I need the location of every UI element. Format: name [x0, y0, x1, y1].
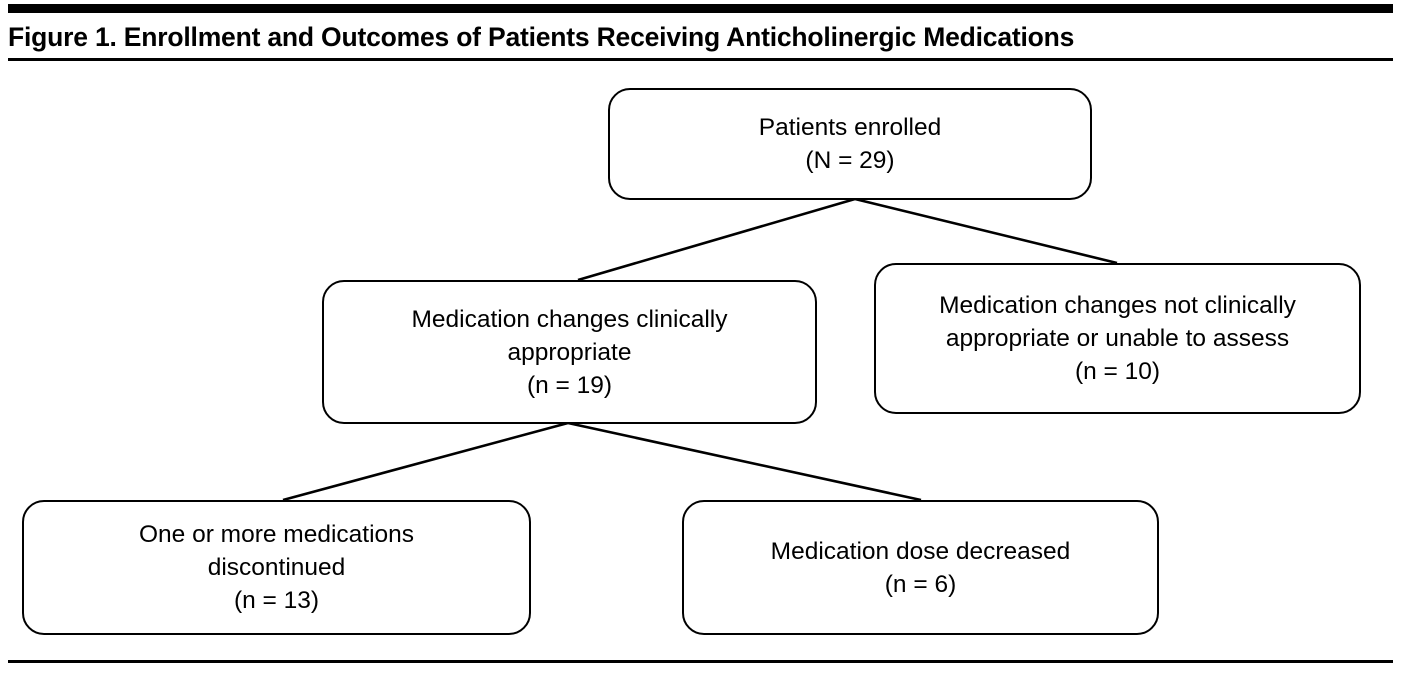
node-medication-changes-appropriate: Medication changes clinically appropriat…: [322, 280, 817, 424]
node-medications-discontinued: One or more medications discontinued (n …: [22, 500, 531, 635]
node-label-line-1: Medication changes clinically: [411, 305, 728, 333]
node-label-line-1: Medication changes not clinically: [939, 292, 1296, 319]
node-count: (n = 19): [526, 371, 613, 399]
bottom-rule: [8, 660, 1393, 663]
node-label: Patients enrolled: [758, 114, 942, 141]
node-medication-changes-not-appropriate: Medication changes not clinically approp…: [874, 263, 1361, 414]
node-label-line-2: discontinued: [207, 554, 346, 581]
node-label-line-1: One or more medications: [138, 521, 415, 548]
node-count: (N = 29): [805, 147, 895, 174]
node-medication-dose-decreased: Medication dose decreased (n = 6): [682, 500, 1159, 635]
top-thick-rule: [8, 4, 1393, 13]
edge-enrolled-to-appropriate: [577, 197, 856, 282]
node-count: (n = 6): [884, 570, 957, 598]
figure-title: Figure 1. Enrollment and Outcomes of Pat…: [8, 22, 1075, 52]
node-patients-enrolled: Patients enrolled (N = 29): [608, 88, 1092, 200]
node-count: (n = 10): [1074, 358, 1161, 385]
title-underline-rule: [8, 58, 1393, 61]
node-label-line-1: Medication dose decreased: [770, 537, 1071, 565]
node-count: (n = 13): [233, 587, 320, 614]
node-label-line-2: appropriate: [507, 338, 632, 366]
edge-enrolled-to-not-appropriate: [854, 197, 1118, 265]
edge-appropriate-to-discontinued: [282, 421, 569, 502]
node-label-line-2: appropriate or unable to assess: [945, 325, 1290, 352]
edge-appropriate-to-dose-decreased: [567, 421, 922, 502]
